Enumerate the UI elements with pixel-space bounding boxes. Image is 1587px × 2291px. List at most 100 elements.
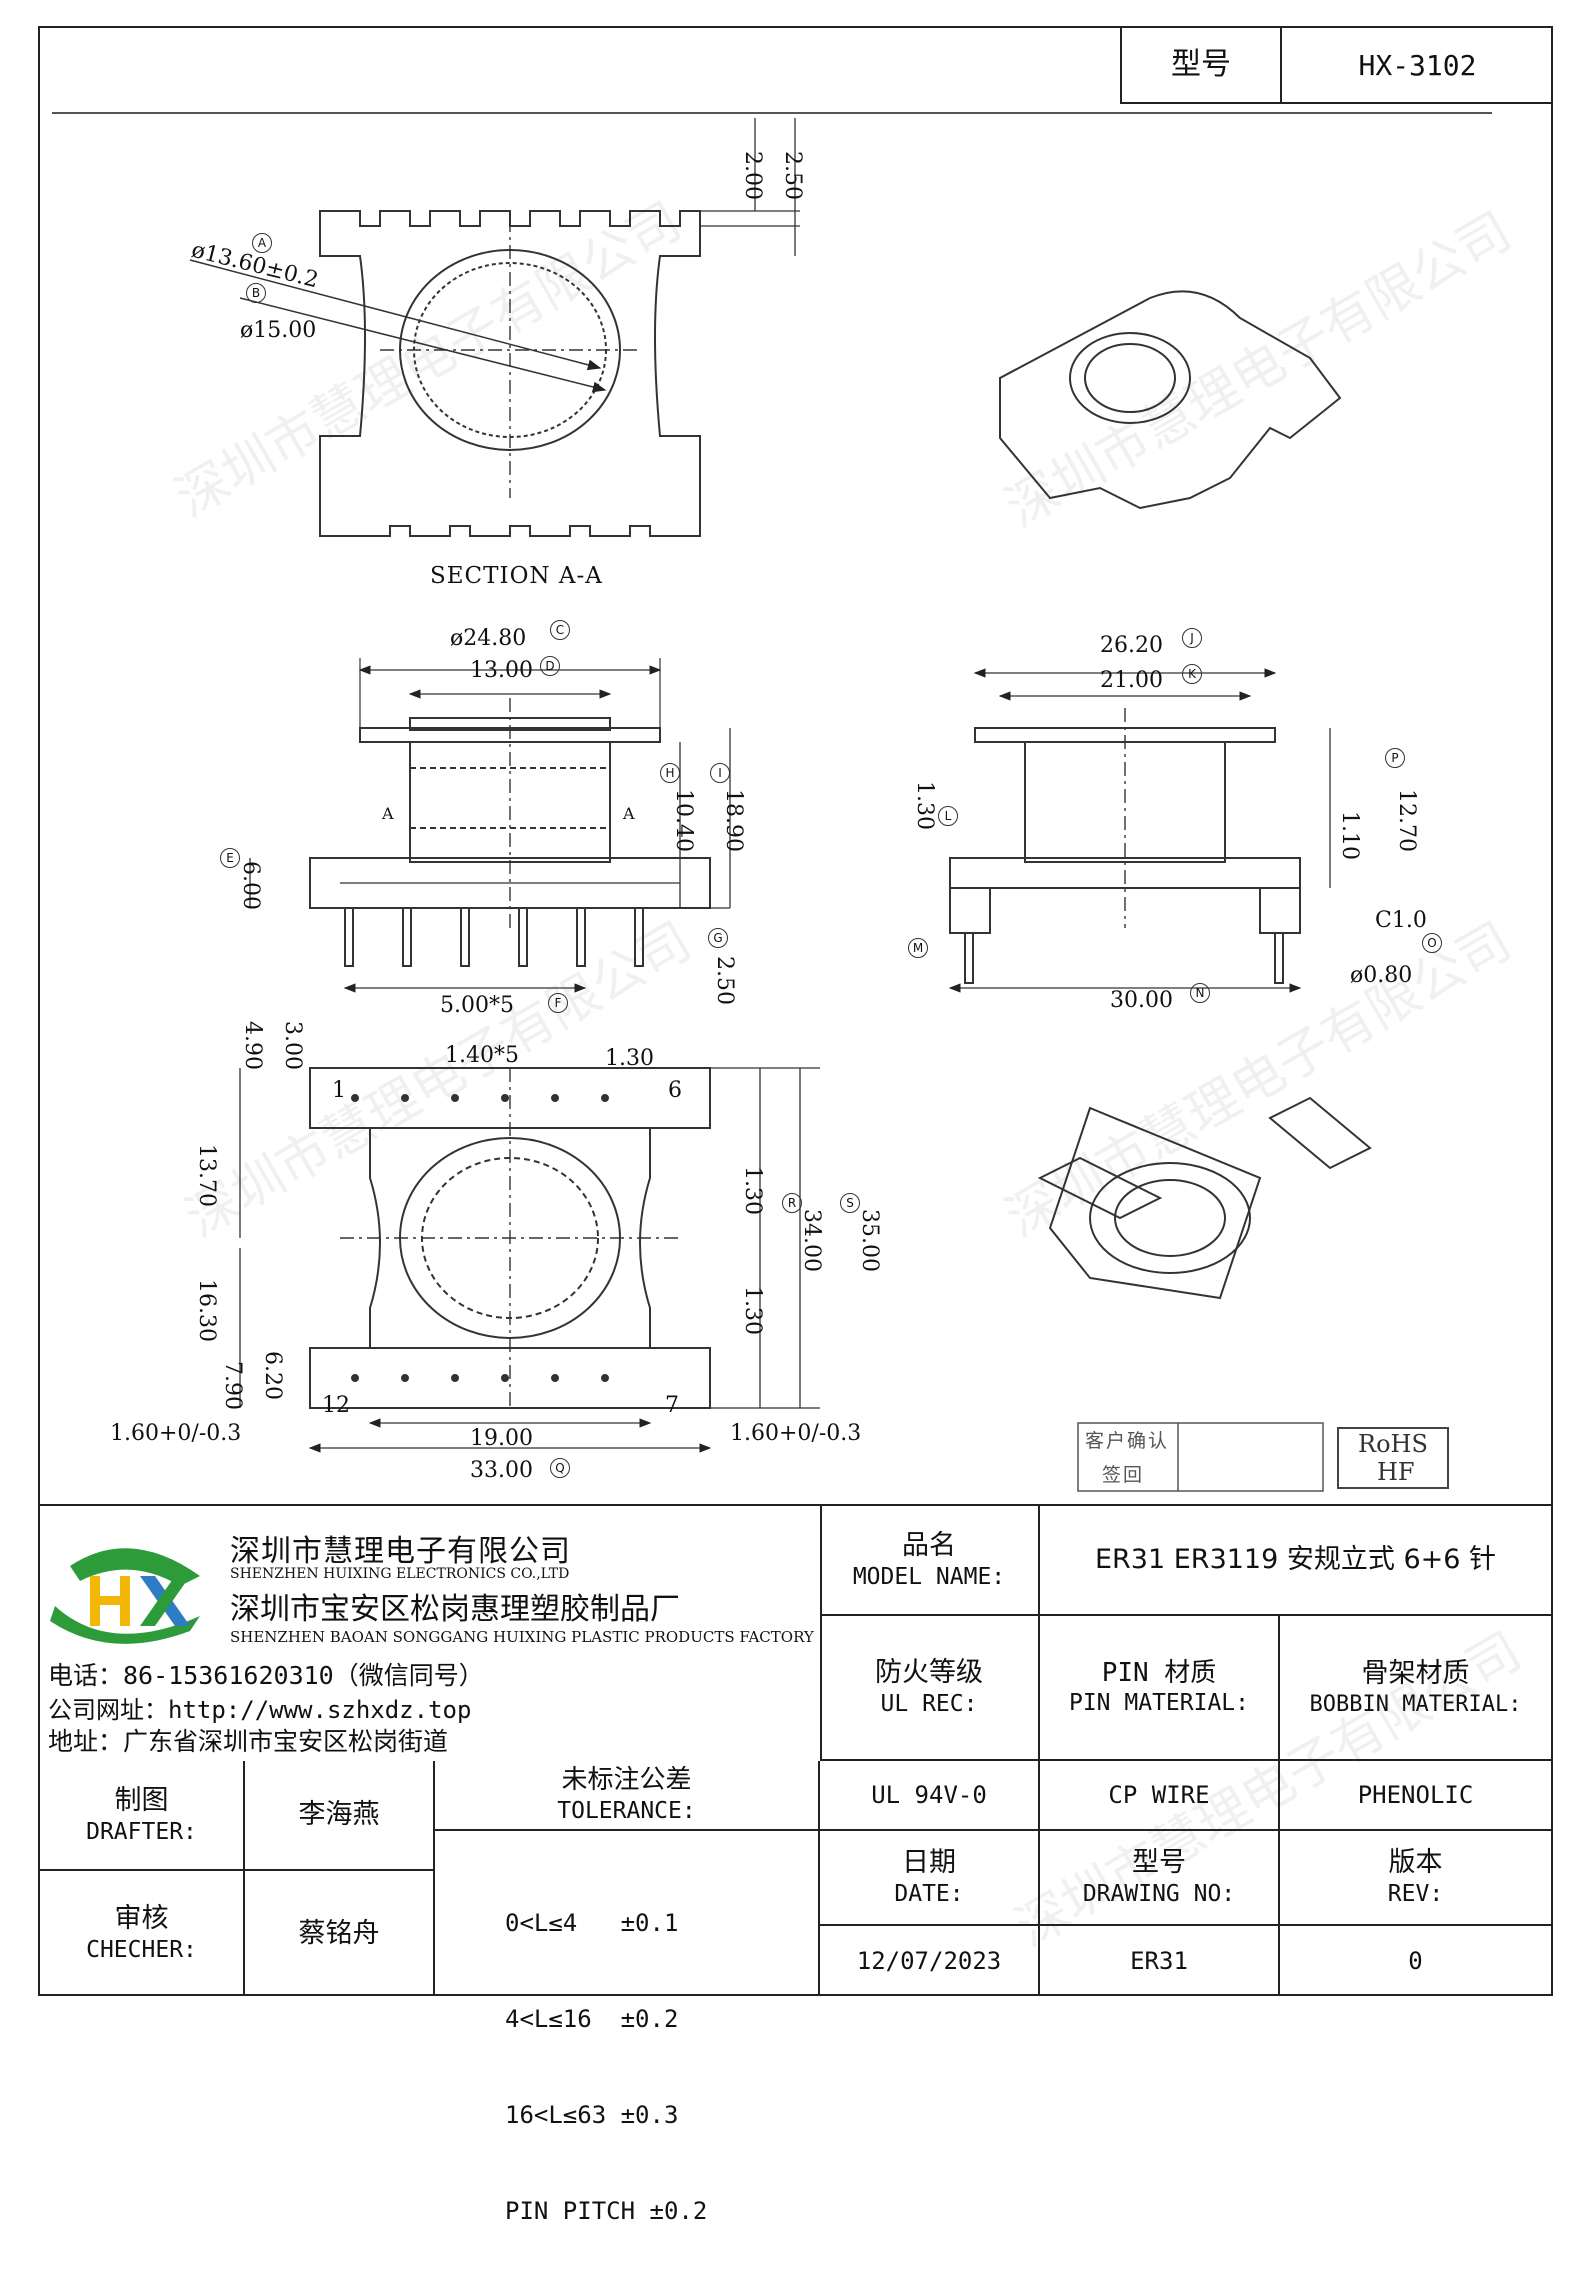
dim-b13: 19.00 <box>470 1426 533 1451</box>
dim-v3: 6.00 <box>237 861 263 910</box>
dim-b16: 1.60+0/-0.3 <box>730 1421 862 1446</box>
badge-g: G <box>708 928 728 948</box>
badge-j: J <box>1182 628 1202 648</box>
pin-6-label: 6 <box>668 1078 682 1103</box>
bobbin-material-label-cn: 骨架材质 <box>1361 1657 1470 1689</box>
dim-h1: 2.00 <box>739 151 765 200</box>
section-label: SECTION A-A <box>430 563 603 589</box>
rohs-line2: HF <box>1377 1458 1415 1486</box>
drawing-no-label: 型号 DRAWING NO: <box>1040 1831 1280 1926</box>
dim-v1: 10.40 <box>670 789 696 852</box>
pin-7-label: 7 <box>665 1393 679 1418</box>
dim-b4: 1.30 <box>605 1046 654 1071</box>
badge-l: L <box>938 806 958 826</box>
rev-label: 版本 REV: <box>1280 1831 1551 1926</box>
badge-c: C <box>550 620 570 640</box>
company-logo <box>50 1536 210 1646</box>
badge-f: F <box>548 993 568 1013</box>
pin-material-label-en: PIN MATERIAL: <box>1068 1690 1249 1717</box>
company-address: 地址：广东省深圳市宝安区松岗街道 <box>48 1727 449 1756</box>
date-label-cn: 日期 <box>902 1847 956 1879</box>
drawing-no-label-cn: 型号 <box>1132 1847 1186 1879</box>
badge-k: K <box>1182 664 1202 684</box>
dim-b11: 7.90 <box>219 1361 245 1410</box>
rohs-line1: RoHS <box>1358 1430 1428 1458</box>
pin-material-value: CP WIRE <box>1040 1761 1280 1831</box>
badge-h: H <box>660 763 680 783</box>
dim-r5: 12.70 <box>1393 789 1419 852</box>
badge-a: A <box>252 233 272 253</box>
dim-b9: 16.30 <box>193 1279 219 1342</box>
tolerance-line: 4<L≤16 ±0.2 <box>505 2005 679 2033</box>
company-website: 公司网址：http://www.szhxdz.top <box>48 1696 472 1724</box>
model-name-label: 品名 MODEL NAME: <box>820 1506 1040 1616</box>
dim-pin: ø0.80 <box>1350 963 1413 988</box>
model-name-label-cn: 品名 <box>902 1529 956 1561</box>
bobbin-material-label-en: BOBBIN MATERIAL: <box>1309 1691 1522 1717</box>
dim-pitch: 5.00*5 <box>440 993 514 1018</box>
tolerance-line: 0<L≤4 ±0.1 <box>505 1909 679 1937</box>
pin-1-label: 1 <box>332 1078 346 1103</box>
drawing-no-value: ER31 <box>1040 1926 1280 1996</box>
pin-material-label-cn: PIN 材质 <box>1101 1657 1217 1688</box>
rev-label-en: REV: <box>1387 1881 1444 1907</box>
header-model-value: HX-3102 <box>1280 28 1553 104</box>
dim-b8: 35.00 <box>856 1209 882 1272</box>
company-name-en: SHENZHEN HUIXING ELECTRONICS CO.,LTD <box>230 1566 570 1582</box>
dim-c2: 13.00 <box>470 658 533 683</box>
badge-q: Q <box>550 1458 570 1478</box>
factory-name-cn: 深圳市宝安区松岗惠理塑胶制品厂 <box>230 1592 680 1627</box>
bobbin-material-value: PHENOLIC <box>1280 1761 1551 1831</box>
customer-confirm-line2: 签回 <box>1102 1464 1145 1486</box>
header-model-label: 型号 <box>1120 28 1280 104</box>
dim-r2: 21.00 <box>1100 668 1163 693</box>
badge-i: I <box>710 763 730 783</box>
drawing-no-label-en: DRAWING NO: <box>1082 1881 1236 1907</box>
dim-v2: 18.90 <box>720 789 746 852</box>
dim-base: 30.00 <box>1110 988 1173 1013</box>
tolerance-lines: 0<L≤4 ±0.1 4<L≤16 ±0.2 16<L≤63 ±0.3 PIN … <box>435 1831 820 2225</box>
dim-b6: 1.30 <box>739 1166 765 1215</box>
badge-s: S <box>840 1193 860 1213</box>
badge-n: N <box>1190 983 1210 1003</box>
dim-v4: 2.50 <box>711 956 737 1005</box>
badge-d: D <box>540 656 560 676</box>
dim-b7: 34.00 <box>798 1209 824 1272</box>
badge-o: O <box>1422 933 1442 953</box>
tolerance-label-en: TOLERANCE: <box>557 1797 696 1824</box>
dim-h2: 2.50 <box>779 151 805 200</box>
company-name-cn: 深圳市慧理电子有限公司 <box>230 1534 571 1569</box>
pin-material-label: PIN 材质 PIN MATERIAL: <box>1040 1616 1280 1761</box>
dim-r1: 26.20 <box>1100 633 1163 658</box>
dim-r4: 1.10 <box>1336 811 1362 860</box>
drafter-value: 李海燕 <box>245 1761 435 1871</box>
drafter-label-cn: 制图 <box>114 1784 169 1816</box>
iso-view-top <box>999 290 1342 510</box>
section-marker-right: A <box>623 804 635 823</box>
rev-value: 0 <box>1408 1947 1423 1975</box>
section-outline <box>319 210 701 537</box>
ul-label-cn: 防火等级 <box>875 1657 983 1689</box>
drafter-label: 制图 DRAFTER: <box>40 1761 245 1871</box>
dim-b10: 1.30 <box>739 1286 765 1335</box>
dim-b12: 6.20 <box>259 1351 285 1400</box>
drawing-sheet: 型号 HX-3102 深圳市慧理电子有限公司 深圳市慧理电子有限公司 深圳市慧理… <box>38 26 1553 2225</box>
ul-label: 防火等级 UL REC: <box>820 1616 1040 1761</box>
date-label: 日期 DATE: <box>820 1831 1040 1926</box>
badge-r: R <box>782 1193 802 1213</box>
section-marker-left: A <box>382 804 394 823</box>
date-label-en: DATE: <box>894 1881 964 1907</box>
bobbin-material-label: 骨架材质 BOBBIN MATERIAL: <box>1280 1616 1551 1761</box>
dim-d2: ø15.00 <box>240 318 317 343</box>
badge-m: M <box>908 938 928 958</box>
checker-label: 审核 CHECHER: <box>40 1871 245 1996</box>
badge-e: E <box>220 848 240 868</box>
dim-b14: 33.00 <box>470 1458 533 1483</box>
dim-c1: ø24.80 <box>450 626 527 651</box>
ul-value: UL 94V-0 <box>820 1761 1040 1831</box>
checker-label-cn: 审核 <box>114 1903 169 1935</box>
pin-12-label: 12 <box>322 1393 350 1418</box>
dim-b3: 1.40*5 <box>445 1043 519 1068</box>
company-phone: 电话：86-15361620310（微信同号） <box>48 1661 484 1690</box>
iso-view-bottom <box>1048 1106 1262 1300</box>
